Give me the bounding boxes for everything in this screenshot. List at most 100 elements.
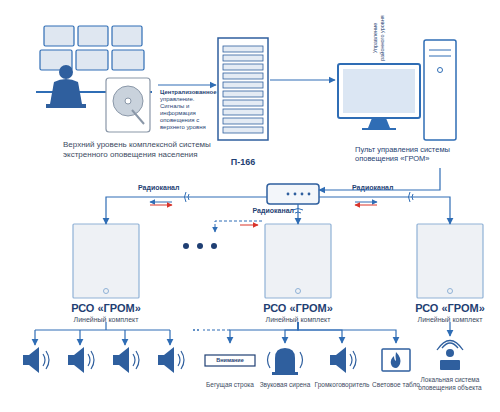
node-title: Локальная система оповещения объекта	[415, 376, 485, 392]
wire-dot	[197, 329, 199, 331]
connector	[319, 197, 450, 224]
node-title: Внимание	[205, 355, 255, 366]
broadcast-wave	[437, 341, 463, 351]
connector	[449, 322, 450, 336]
monitor	[112, 50, 144, 70]
monitor-stand	[368, 118, 390, 128]
node-title: Управление районного уровня	[372, 14, 386, 62]
speaker-symbol	[74, 347, 84, 373]
rack-unit	[223, 73, 263, 79]
connector	[106, 197, 267, 224]
server-node: П-166	[216, 35, 270, 170]
direction-arrow	[150, 205, 172, 206]
drive-bay	[429, 56, 451, 57]
device-node: Локальная система оповещения объекта	[420, 336, 480, 398]
dashed-link	[215, 221, 262, 232]
device-node: Звуковая сирена	[261, 343, 309, 393]
node-title: Громкоговоритель	[307, 381, 377, 389]
dashed-wire	[203, 329, 230, 330]
direction-arrow	[240, 225, 258, 226]
device-node: Громкоговоритель	[318, 343, 366, 393]
connector	[158, 84, 216, 85]
sound-wave	[133, 351, 139, 369]
monitor-base	[362, 128, 396, 130]
monitor	[44, 26, 74, 46]
unit-cabinet	[73, 224, 139, 298]
node-text: Пульт управления системы оповещения «ГРО…	[355, 145, 467, 163]
rack-unit	[223, 46, 263, 52]
node-text: Линейный комплект	[248, 316, 348, 324]
edge-label: Радиоканал	[138, 184, 198, 192]
unit-cabinet	[265, 224, 331, 298]
radio-wave-symbol	[185, 192, 190, 202]
speaker-symbol	[23, 355, 29, 365]
node-title: РСО «ГРОМ»	[400, 302, 500, 315]
connector	[270, 79, 335, 80]
wire	[79, 330, 80, 345]
power-button	[438, 68, 443, 73]
node-text: Бегущая строка	[195, 381, 265, 389]
speaker-symbol	[336, 347, 346, 373]
cabinet-lock	[296, 289, 301, 294]
speaker-symbol	[119, 347, 129, 373]
node-title: РСО «ГРОМ»	[248, 302, 348, 315]
router-led	[287, 193, 290, 196]
direction-arrow	[355, 205, 377, 206]
wire	[35, 322, 170, 330]
rack-unit	[223, 91, 263, 97]
monitor	[78, 26, 108, 46]
connector	[298, 322, 396, 343]
router-led	[308, 193, 311, 196]
speaker-symbol	[164, 347, 174, 373]
console-node: Управление районного уровняПульт управле…	[335, 14, 467, 168]
wire	[34, 330, 35, 345]
disk-spindle	[125, 98, 131, 104]
cabinet-lock	[104, 289, 109, 294]
direction-arrow	[355, 202, 377, 203]
rack-unit	[223, 82, 263, 88]
monitor	[112, 26, 142, 46]
pc-monitor	[338, 64, 420, 118]
connector	[297, 204, 298, 224]
router-led	[294, 193, 297, 196]
radio-wave-symbol	[409, 192, 414, 202]
broadcast-base	[440, 360, 460, 370]
direction-arrow	[150, 202, 172, 203]
node-title: РСО «ГРОМ»	[56, 302, 156, 315]
unit-node: РСО «ГРОМ»Линейный комплект	[263, 224, 333, 322]
siren-base	[272, 372, 298, 375]
top-level-node: Верхний уровень комплексной системы экст…	[20, 18, 158, 155]
operator-head	[59, 65, 73, 79]
hard-disk	[106, 78, 150, 132]
rack-unit	[223, 100, 263, 106]
wire	[169, 330, 170, 345]
sound-wave	[268, 352, 303, 368]
node-text: Линейный комплект	[400, 316, 500, 324]
edge-label: Централизованное управление. Сигналы и и…	[160, 89, 216, 131]
unit-cabinet	[417, 224, 483, 298]
node-title: Звуковая сирена	[250, 381, 320, 389]
node-title: Верхний уровень комплексной системы экст…	[63, 140, 213, 160]
wire	[124, 330, 125, 345]
drive-bay	[429, 50, 451, 51]
router-node	[267, 184, 319, 204]
node-text: Линейный комплект	[56, 316, 156, 324]
node-title: П-166	[203, 157, 283, 168]
ellipsis-dot	[183, 243, 189, 249]
sound-wave	[178, 351, 184, 369]
sound-wave	[43, 351, 49, 369]
pc-screen	[343, 69, 415, 113]
edge-label: Радиоканал	[236, 207, 294, 215]
edge-label: Радиоканал	[352, 184, 412, 192]
chair	[46, 104, 86, 108]
monitor	[76, 50, 108, 70]
rack-unit	[223, 118, 263, 124]
flame-symbol	[391, 352, 401, 368]
rack-unit	[223, 109, 263, 115]
sound-wave	[350, 351, 356, 369]
speaker-symbol	[113, 355, 119, 365]
radio-wave-symbol	[293, 209, 303, 214]
